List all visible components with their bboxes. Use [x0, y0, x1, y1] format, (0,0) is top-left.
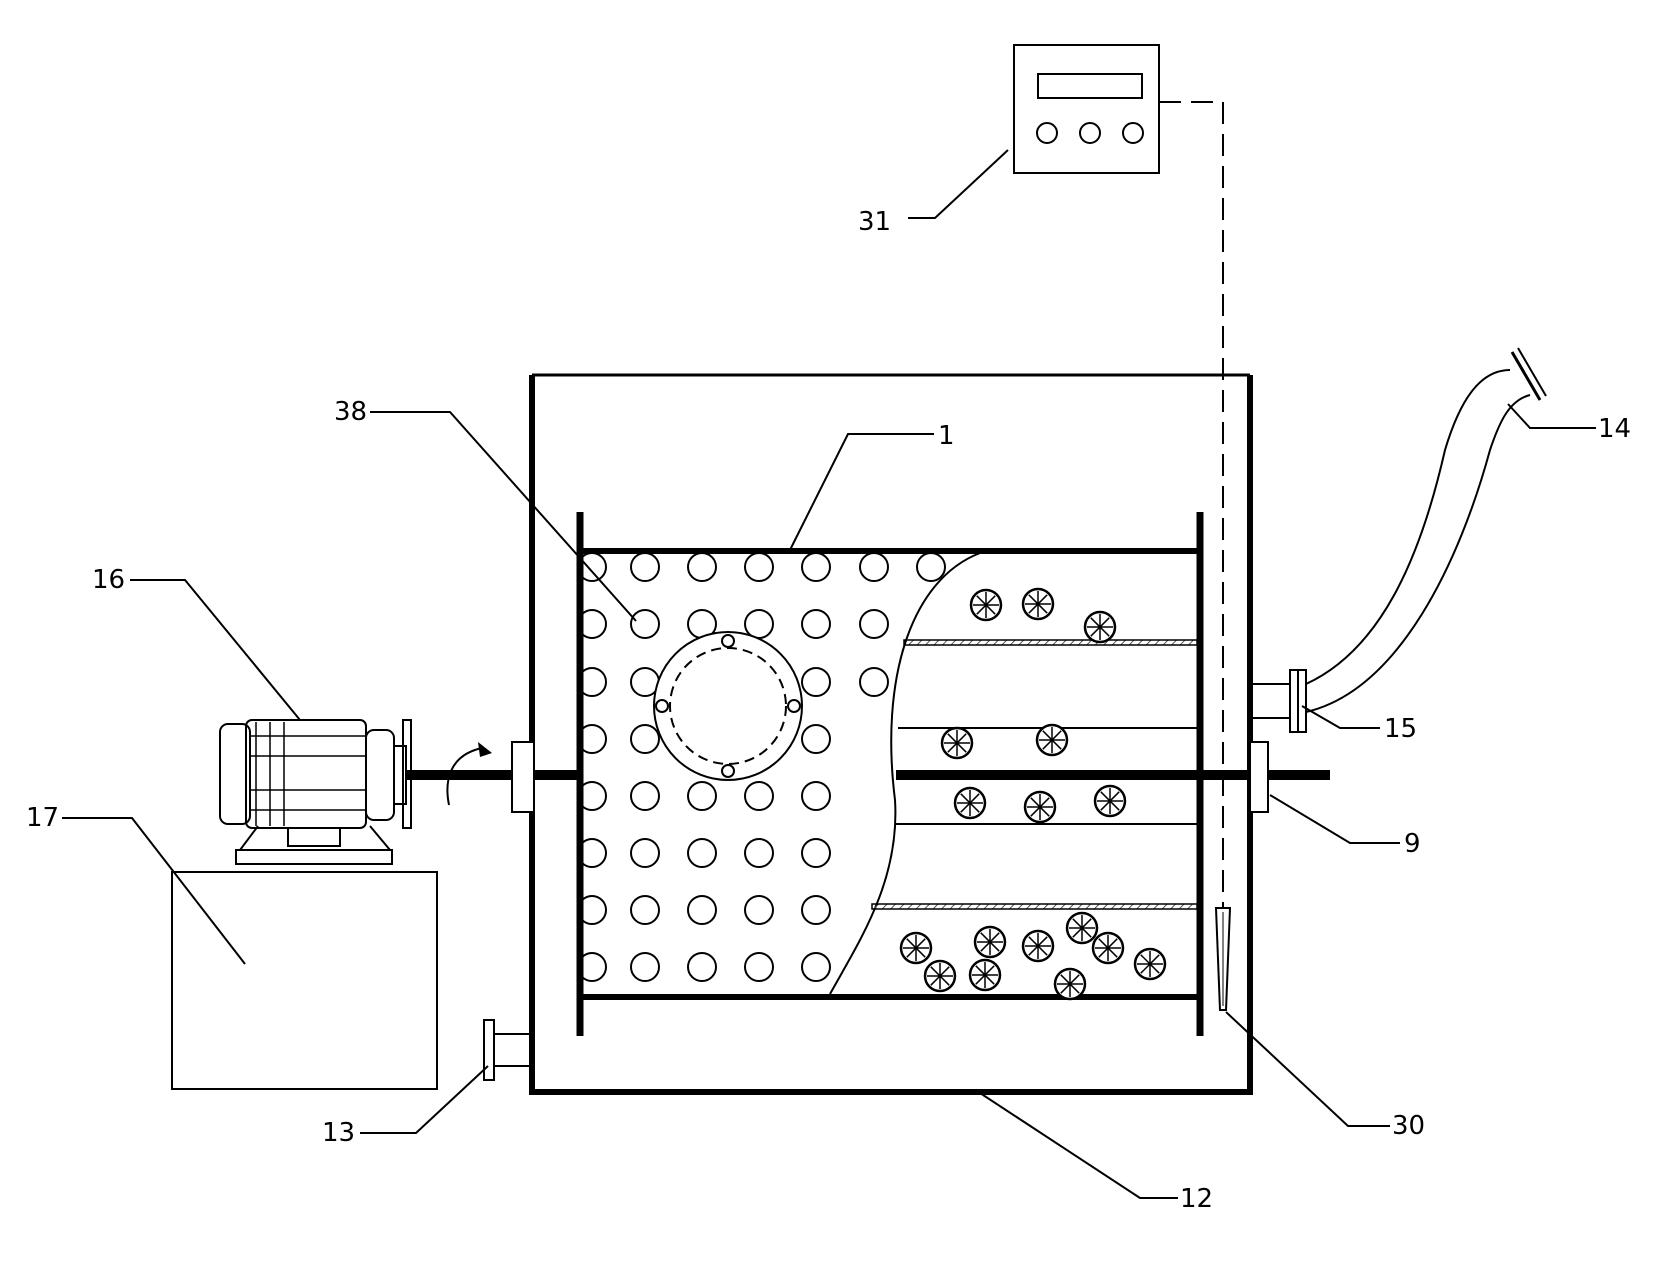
bearing-seals: [511, 741, 1269, 813]
perforation-hole: [744, 895, 774, 925]
perforation-hole: [744, 781, 774, 811]
perforation-hole: [801, 667, 831, 697]
grinding-ball: [1093, 784, 1127, 818]
outer-tank: [529, 373, 1253, 1095]
perforation-hole: [687, 952, 717, 982]
perforation-hole: [577, 952, 607, 982]
perforation-hole: [577, 552, 607, 582]
perforation-hole: [801, 552, 831, 582]
perforation-hole: [577, 609, 607, 639]
callout-9: 9: [1404, 829, 1421, 859]
grinding-media: [899, 587, 1167, 1001]
perforation-hole: [859, 552, 889, 582]
perforation-hole: [801, 724, 831, 754]
perforation-hole: [577, 838, 607, 868]
perforation-hole: [687, 895, 717, 925]
callout-30: 30: [1392, 1111, 1425, 1141]
controller-box: [1013, 44, 1160, 174]
perforation-hole: [577, 895, 607, 925]
perforation-hole: [744, 952, 774, 982]
rotation-arrow: [446, 742, 492, 806]
callout-13: 13: [322, 1118, 355, 1148]
grinding-ball: [953, 786, 987, 820]
callout-15: 15: [1384, 714, 1417, 744]
callout-labels: 31 38 1 14 16 17 15 9 13 30 12: [26, 207, 1631, 1214]
perforation-hole: [744, 609, 774, 639]
perforation-hole: [744, 552, 774, 582]
discharge-hose: [1305, 347, 1547, 713]
grinding-ball: [1091, 931, 1125, 965]
signal-cable: [1159, 101, 1224, 908]
perforation-hole: [630, 781, 660, 811]
grinding-ball: [1133, 947, 1167, 981]
grinding-ball: [968, 958, 1002, 992]
grinding-ball: [899, 931, 933, 965]
grinding-ball: [1083, 610, 1117, 644]
perforation-hole: [801, 838, 831, 868]
motor-base: [171, 871, 438, 1090]
grinding-ball: [1035, 723, 1069, 757]
perforation-hole: [630, 838, 660, 868]
grinding-ball: [1053, 967, 1087, 1001]
grinding-ball: [969, 588, 1003, 622]
perforation-hole: [630, 724, 660, 754]
callout-38: 38: [334, 397, 367, 427]
perforated-screen: [577, 552, 946, 982]
grinding-ball: [1021, 929, 1055, 963]
motor: [219, 719, 412, 865]
perforation-hole: [577, 724, 607, 754]
perforation-hole: [687, 781, 717, 811]
perforation-hole: [744, 838, 774, 868]
callout-16: 16: [92, 565, 125, 595]
perforation-hole: [859, 667, 889, 697]
perforation-hole: [630, 552, 660, 582]
grinding-ball: [1065, 911, 1099, 945]
perforation-hole: [801, 952, 831, 982]
callout-31: 31: [858, 207, 891, 237]
perforation-hole: [859, 609, 889, 639]
callout-14: 14: [1598, 414, 1631, 444]
perforation-hole: [630, 609, 660, 639]
perforation-hole: [687, 552, 717, 582]
grinding-ball: [923, 959, 957, 993]
perforation-hole: [630, 895, 660, 925]
perforation-hole: [630, 952, 660, 982]
perforation-hole: [577, 781, 607, 811]
perforation-hole: [687, 838, 717, 868]
cutaway-edge: [829, 552, 981, 995]
outlet-port: [1250, 669, 1307, 733]
grinding-ball: [1021, 587, 1055, 621]
grinding-ball: [940, 726, 974, 760]
drain-pipe: [483, 1019, 532, 1081]
perforation-hole: [577, 667, 607, 697]
internal-baffles: [871, 639, 1198, 910]
leader-lines: [62, 149, 1596, 1199]
grinding-ball: [973, 925, 1007, 959]
perforation-hole: [801, 609, 831, 639]
callout-12: 12: [1180, 1184, 1213, 1214]
perforation-hole: [916, 552, 946, 582]
grinding-ball: [1023, 790, 1057, 824]
callout-1: 1: [938, 421, 955, 451]
center-flange: [653, 631, 803, 781]
perforation-hole: [801, 781, 831, 811]
perforation-hole: [801, 895, 831, 925]
callout-17: 17: [26, 803, 59, 833]
level-probe: [1214, 907, 1232, 1011]
